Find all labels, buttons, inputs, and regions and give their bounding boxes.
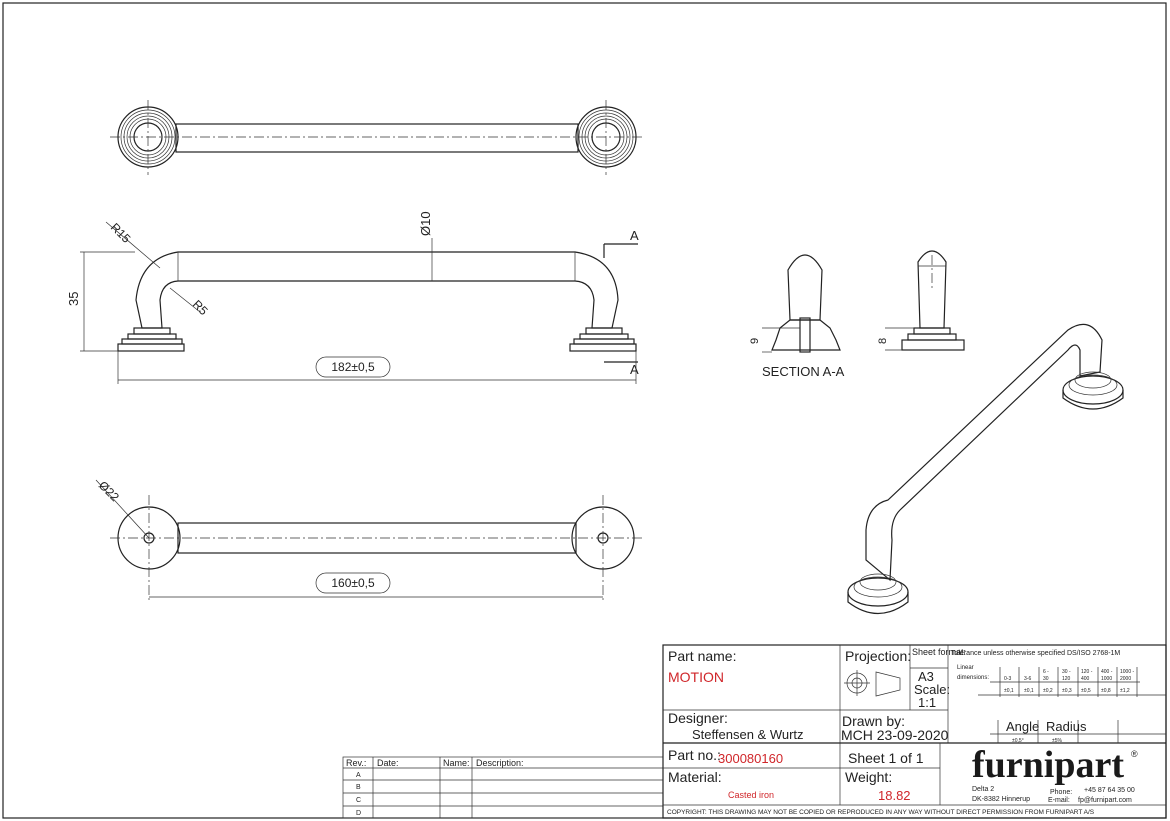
range-label: 1000 xyxy=(1101,676,1112,682)
hole-spacing-dimension: 160±0,5 xyxy=(331,576,375,590)
tolerance-title: Tolerance unless otherwise specified DS/… xyxy=(951,650,1120,657)
drawn-by-label: Drawn by: xyxy=(842,713,905,729)
radius-value: ±5% xyxy=(1052,738,1063,744)
section-view: 9 SECTION A-A xyxy=(749,254,845,379)
material-label: Material: xyxy=(668,769,722,785)
top-view xyxy=(110,100,645,175)
range-label: 6 - xyxy=(1043,669,1049,675)
tolerance-value: ±0,5 xyxy=(1081,688,1091,694)
side-depth-dimension: 8 xyxy=(877,338,889,344)
projection-label: Projection: xyxy=(845,648,911,664)
rev-row: A xyxy=(356,772,361,779)
linear-label-2: dimensions: xyxy=(957,675,989,681)
scale: 1:1 xyxy=(918,695,936,710)
tolerance-value: ±0,3 xyxy=(1062,688,1072,694)
tolerance-value: ±1,2 xyxy=(1120,688,1130,694)
material: Casted iron xyxy=(728,790,774,800)
range-label: 30 - xyxy=(1062,669,1071,675)
scale-label: Scale: xyxy=(914,682,950,697)
range-label: 120 - xyxy=(1081,669,1093,675)
email-label: E-mail: xyxy=(1048,797,1070,804)
tolerance-value: ±0,1 xyxy=(1004,688,1014,694)
rev-row: C xyxy=(356,797,361,804)
address-line-1: Delta 2 xyxy=(972,786,994,793)
sheet-format: A3 xyxy=(918,669,934,684)
registered-mark: ® xyxy=(1131,749,1138,759)
tolerance-value: ±0,8 xyxy=(1101,688,1111,694)
section-marker-bottom: A xyxy=(630,362,639,377)
range-label: 0-3 xyxy=(1004,676,1011,682)
part-name-label: Part name: xyxy=(668,648,736,664)
email: fp@furnipart.com xyxy=(1078,797,1132,804)
rev-header: Rev.: xyxy=(346,758,366,768)
bottom-view: Ø22 160±0,5 xyxy=(95,478,645,600)
designer-label: Designer: xyxy=(668,710,728,726)
range-label: 120 xyxy=(1062,676,1071,682)
range-label: 3-6 xyxy=(1024,676,1031,682)
radius-inner-dimension: R5 xyxy=(190,297,211,318)
part-no: 300080160 xyxy=(718,751,783,766)
overall-length-dimension: 182±0,5 xyxy=(331,360,375,374)
part-name: MOTION xyxy=(668,669,724,685)
title-block: Part name: MOTION Projection: Sheet form… xyxy=(662,644,1167,819)
range-label: 1000 - xyxy=(1120,669,1135,675)
name-header: Name: xyxy=(443,758,470,768)
weight-label: Weight: xyxy=(845,769,892,785)
tolerance-grid xyxy=(978,667,1166,697)
rev-row: D xyxy=(356,810,361,817)
weight: 18.82 xyxy=(878,788,911,803)
range-label: 400 - xyxy=(1101,669,1113,675)
revision-table: Rev.: Date: Name: Description: A B C D xyxy=(342,756,664,819)
range-label: 30 xyxy=(1043,676,1049,682)
description-header: Description: xyxy=(476,758,524,768)
angle-value: ±0,5° xyxy=(1012,738,1024,744)
radius-label: Radius xyxy=(1046,719,1087,734)
sheet-number: Sheet 1 of 1 xyxy=(848,750,924,766)
section-depth-dimension: 9 xyxy=(749,338,761,344)
designer: Steffensen & Wurtz xyxy=(692,727,804,742)
date-header: Date: xyxy=(377,758,399,768)
side-view: 8 xyxy=(877,250,965,351)
furnipart-logo: furnipart xyxy=(972,744,1124,786)
tolerance-value: ±0,2 xyxy=(1043,688,1053,694)
phone: +45 87 64 35 00 xyxy=(1084,787,1135,794)
phone-label: Phone: xyxy=(1050,789,1072,796)
section-label: SECTION A-A xyxy=(762,364,845,379)
part-no-label: Part no.: xyxy=(668,747,721,763)
rev-row: B xyxy=(356,784,361,791)
front-view: 35 Ø10 R15 R5 A A 182±0,5 xyxy=(66,211,639,384)
rod-diameter-dimension: Ø10 xyxy=(418,211,433,236)
sheet-format-label: Sheet format: xyxy=(912,647,966,657)
angle-radius-grid xyxy=(990,720,1166,743)
projection-symbol-icon xyxy=(844,670,901,697)
angle-label: Angle xyxy=(1006,719,1039,734)
copyright-notice: COPYRIGHT: THIS DRAWING MAY NOT BE COPIE… xyxy=(667,809,1095,816)
tolerance-value: ±0,1 xyxy=(1024,688,1034,694)
drawn-by: MCH 23-09-2020 xyxy=(841,727,949,743)
isometric-view xyxy=(847,323,1124,614)
base-diameter-dimension: Ø22 xyxy=(96,478,122,504)
linear-label: Linear xyxy=(957,665,974,671)
section-marker-top: A xyxy=(630,228,639,243)
address-line-2: DK-8382 Hinnerup xyxy=(972,796,1030,803)
range-label: 2000 xyxy=(1120,676,1131,682)
height-dimension: 35 xyxy=(66,292,81,306)
range-label: 400 xyxy=(1081,676,1090,682)
